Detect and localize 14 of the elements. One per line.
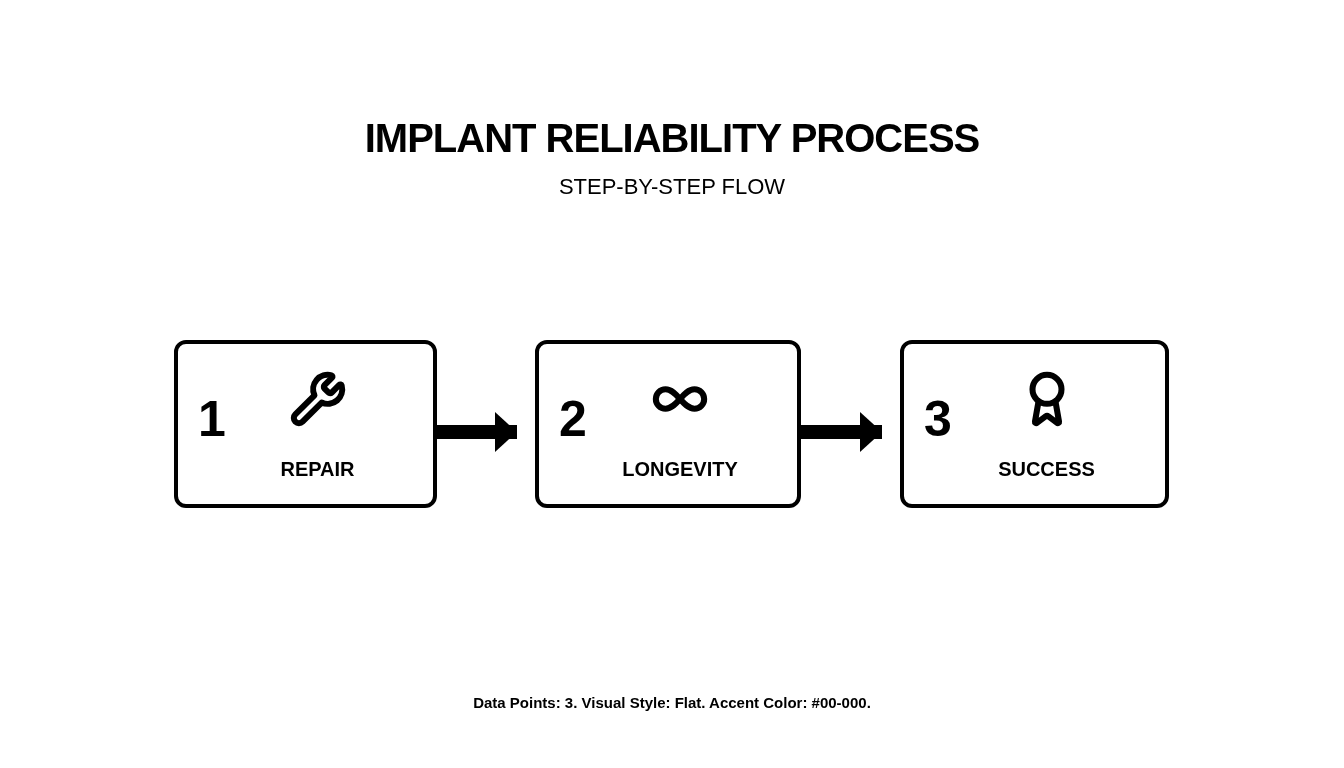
subtitle: STEP-BY-STEP FLOW — [558, 173, 786, 201]
step-label: SUCCESS — [998, 457, 1095, 482]
step-box — [535, 340, 801, 508]
step-label: REPAIR — [280, 457, 355, 482]
step-number: 3 — [924, 394, 952, 444]
step-box — [174, 340, 437, 508]
step-number: 1 — [198, 394, 226, 444]
step-box — [900, 340, 1169, 508]
step-number: 2 — [559, 394, 587, 444]
diagram-title: IMPLANT RELIABILITY PROCESS — [364, 115, 980, 162]
footer-note: Data Points: 3. Visual Style: Flat. Accent Color: #00-000. — [473, 693, 871, 713]
arrow — [801, 412, 882, 452]
step-label: LONGEVITY — [622, 457, 738, 482]
arrow — [437, 412, 517, 452]
